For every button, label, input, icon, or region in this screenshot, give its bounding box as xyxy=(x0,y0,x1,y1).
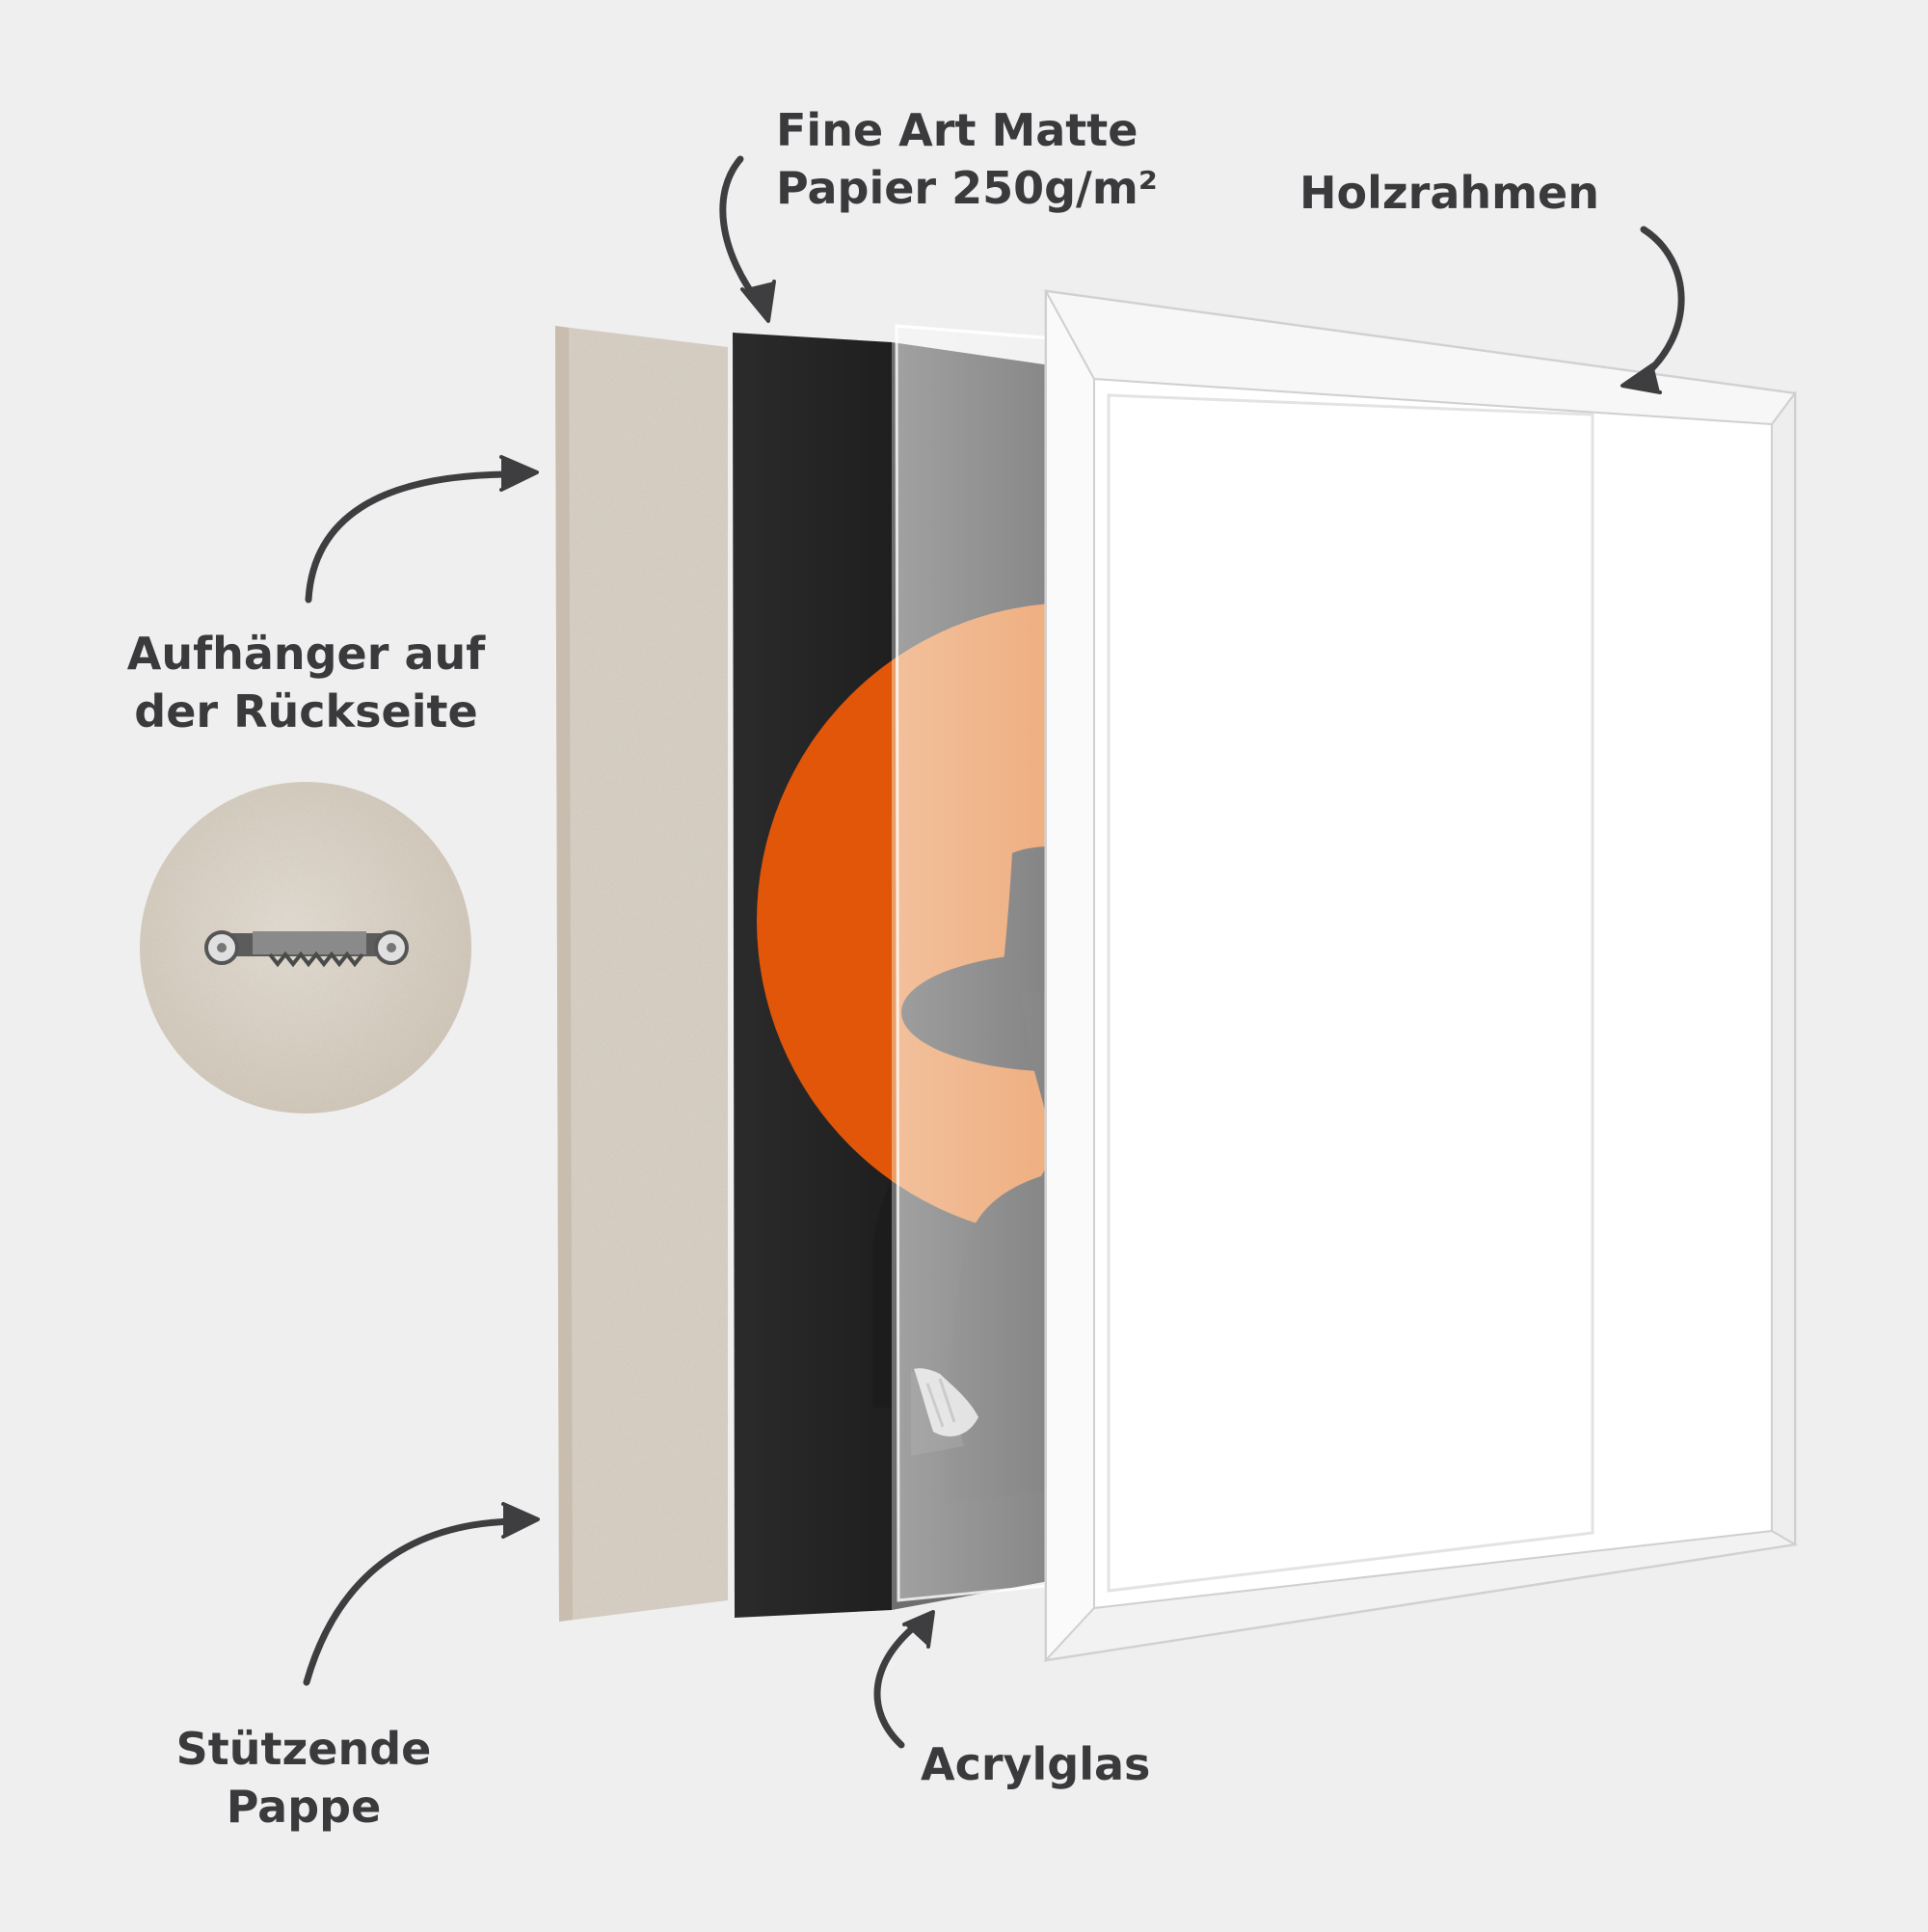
label-fine-art-paper: Fine Art Matte Papier 250g/m² xyxy=(776,101,1158,217)
fine-art-paper-print xyxy=(733,333,892,1618)
label-support-board-line2: Pappe xyxy=(226,1781,382,1833)
support-cardboard xyxy=(555,326,728,1622)
wood-frame xyxy=(1043,289,1798,1663)
sawtooth-hanger-icon xyxy=(204,930,409,968)
label-fine-art-paper-line1: Fine Art Matte xyxy=(776,104,1138,156)
label-wood-frame-text: Holzrahmen xyxy=(1299,167,1599,219)
arrow-wood-frame xyxy=(1638,226,1685,382)
arrow-hanger xyxy=(305,470,517,604)
label-support-board-line1: Stützende xyxy=(175,1723,432,1775)
label-fine-art-paper-line2: Papier 250g/m² xyxy=(776,162,1158,214)
label-hanger-line1: Aufhänger auf xyxy=(126,628,486,680)
arrow-support-board xyxy=(303,1517,520,1686)
label-hanger-line2: der Rückseite xyxy=(134,685,478,738)
arrow-fine-art-paper xyxy=(719,155,765,310)
label-wood-frame: Holzrahmen xyxy=(1299,164,1599,222)
label-support-board: Stützende Pappe xyxy=(154,1720,453,1836)
arrows xyxy=(303,155,1685,1749)
label-acrylic-glass-text: Acrylglas xyxy=(921,1738,1151,1790)
arrow-acrylic-glass xyxy=(873,1618,924,1749)
hanger-detail xyxy=(140,782,471,1114)
label-acrylic-glass: Acrylglas xyxy=(921,1735,1150,1793)
label-hanger: Aufhänger auf der Rückseite xyxy=(106,625,506,740)
